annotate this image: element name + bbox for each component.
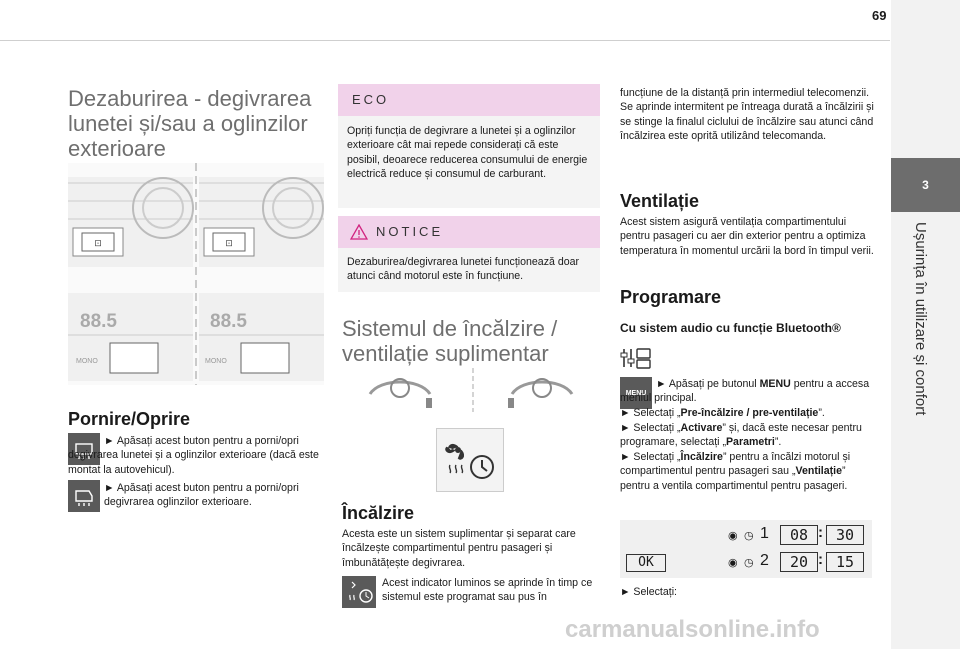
- display-right: 88.5: [210, 311, 247, 332]
- svg-text:⊡: ⊡: [94, 238, 102, 248]
- settings-icon: [620, 345, 652, 371]
- step2-c: ”.: [818, 407, 825, 419]
- auxiliary-heating-title: Sistemul de încălzire / ventilație supli…: [342, 316, 558, 366]
- step4-text: ► Selectați „Încălzire” pentru a încălzi…: [620, 450, 875, 493]
- clock-icon-2: ◷: [744, 557, 754, 569]
- item2-text: ► Apăsați acest buton pentru a porni/opr…: [104, 482, 299, 509]
- watermark: carmanualsonline.info: [565, 616, 820, 643]
- menu-button-icon: MENU: [620, 377, 652, 409]
- bluetooth-heading: Cu sistem audio cu funcție Bluetooth®: [620, 321, 841, 335]
- warning-icon: [350, 224, 368, 240]
- mirror-defrost-icon: [68, 480, 100, 512]
- step4-a: ► Selectați „: [620, 451, 681, 463]
- radio-selected-icon-2[interactable]: ◉: [728, 557, 738, 569]
- timer2-hours[interactable]: 20: [780, 552, 818, 572]
- step4-b: Încălzire: [680, 451, 723, 463]
- mono-left: MONO: [76, 358, 98, 365]
- step1-text: ► Apăsați pe butonul MENU pentru a acces…: [620, 377, 875, 406]
- clock-icon: ◷: [744, 530, 754, 542]
- ventilation-heading: Ventilație: [620, 191, 700, 211]
- header-rule: [0, 40, 890, 41]
- heating-text2: Acest indicator luminos se aprinde în ti…: [382, 577, 593, 604]
- heating-indicator-icon: [342, 576, 376, 608]
- step3-text: ► Selectați „Activare” și, dacă este nec…: [620, 421, 875, 450]
- mono-right: MONO: [205, 358, 227, 365]
- display-left: 88.5: [80, 311, 117, 332]
- continuation-text: funcțiune de la distanță prin intermediu…: [620, 87, 874, 142]
- svg-text:⊡: ⊡: [225, 238, 233, 248]
- ok-button[interactable]: OK: [626, 554, 666, 572]
- notice-heading-bar: NOTICE: [338, 216, 600, 248]
- defog-illustration: ⊡ ⊡: [68, 163, 324, 385]
- timer2-minutes[interactable]: 15: [826, 552, 864, 572]
- ventilation-text: Acest sistem asigură ventilația comparti…: [620, 216, 874, 257]
- chapter-tab[interactable]: 3: [891, 158, 960, 212]
- defog-title: Dezaburirea - degivrarea lunetei și/sau …: [68, 86, 312, 161]
- programming-heading: Programare: [620, 287, 722, 307]
- heating-heading: Încălzire: [342, 503, 415, 523]
- timer1-colon: :: [818, 524, 823, 541]
- step2-b: Pre-încălzire / pre-ventilație: [680, 407, 819, 419]
- step1-c: pentru a accesa meniul principal.: [620, 378, 870, 405]
- timer-screen: OK ◉ ◷ 1 08 : 30 ◉ ◷ 2 20 : 15: [620, 520, 872, 578]
- step3-e: ”.: [774, 436, 782, 449]
- eco-text: Opriți funcția de degivrare a lunetei și…: [347, 125, 588, 180]
- step1-a: ► Apăsați pe butonul: [656, 378, 760, 390]
- timer1-label: 1: [760, 525, 769, 542]
- step4-d: Ventilație: [795, 465, 842, 478]
- step1-b: MENU: [759, 378, 791, 390]
- step3-a: ► Selectați „: [620, 422, 681, 434]
- step4-c: ” pentru a încălzi motorul și compartime…: [620, 451, 851, 478]
- eco-box: ECO Opriți funcția de degivrare a lunete…: [338, 84, 600, 208]
- step3-b: Activare: [680, 422, 723, 434]
- notice-heading: NOTICE: [376, 224, 444, 239]
- heating-text: Acesta este un sistem suplimentar și sep…: [342, 528, 576, 569]
- timer2-label: 2: [760, 552, 769, 569]
- steering-wheels-illustration: [362, 368, 584, 412]
- chapter-title: Ușurința în utilizare și confort: [912, 222, 929, 416]
- step2-text: ► Selectați „Pre-încălzire / pre-ventila…: [620, 406, 875, 420]
- timer1-hours[interactable]: 08: [780, 525, 818, 545]
- select-text: ► Selectați:: [620, 586, 678, 598]
- timer1-minutes[interactable]: 30: [826, 525, 864, 545]
- step3-c: ” și, dacă este necesar pentru programar…: [620, 422, 862, 449]
- step3-d: Parametri: [725, 436, 775, 449]
- step2-a: ► Selectați „: [620, 407, 681, 419]
- notice-box: NOTICE Dezaburirea/degivrarea lunetei fu…: [338, 216, 600, 292]
- radio-selected-icon[interactable]: ◉: [728, 530, 738, 542]
- chapter-sidebar: [891, 0, 960, 649]
- rear-defrost-icon: [68, 433, 100, 465]
- page-number: 69: [872, 8, 887, 23]
- start-stop-heading: Pornire/Oprire: [68, 409, 191, 429]
- notice-text: Dezaburirea/degivrarea lunetei funcțione…: [347, 256, 580, 283]
- item1-text: ► Apăsați acest buton pentru a porni/opr…: [68, 435, 319, 476]
- eco-heading: ECO: [338, 84, 600, 116]
- fan-timer-icon: [436, 428, 504, 492]
- timer2-colon: :: [818, 551, 823, 568]
- step4-e: ” pentru a ventila compartimentul pentru…: [620, 465, 848, 492]
